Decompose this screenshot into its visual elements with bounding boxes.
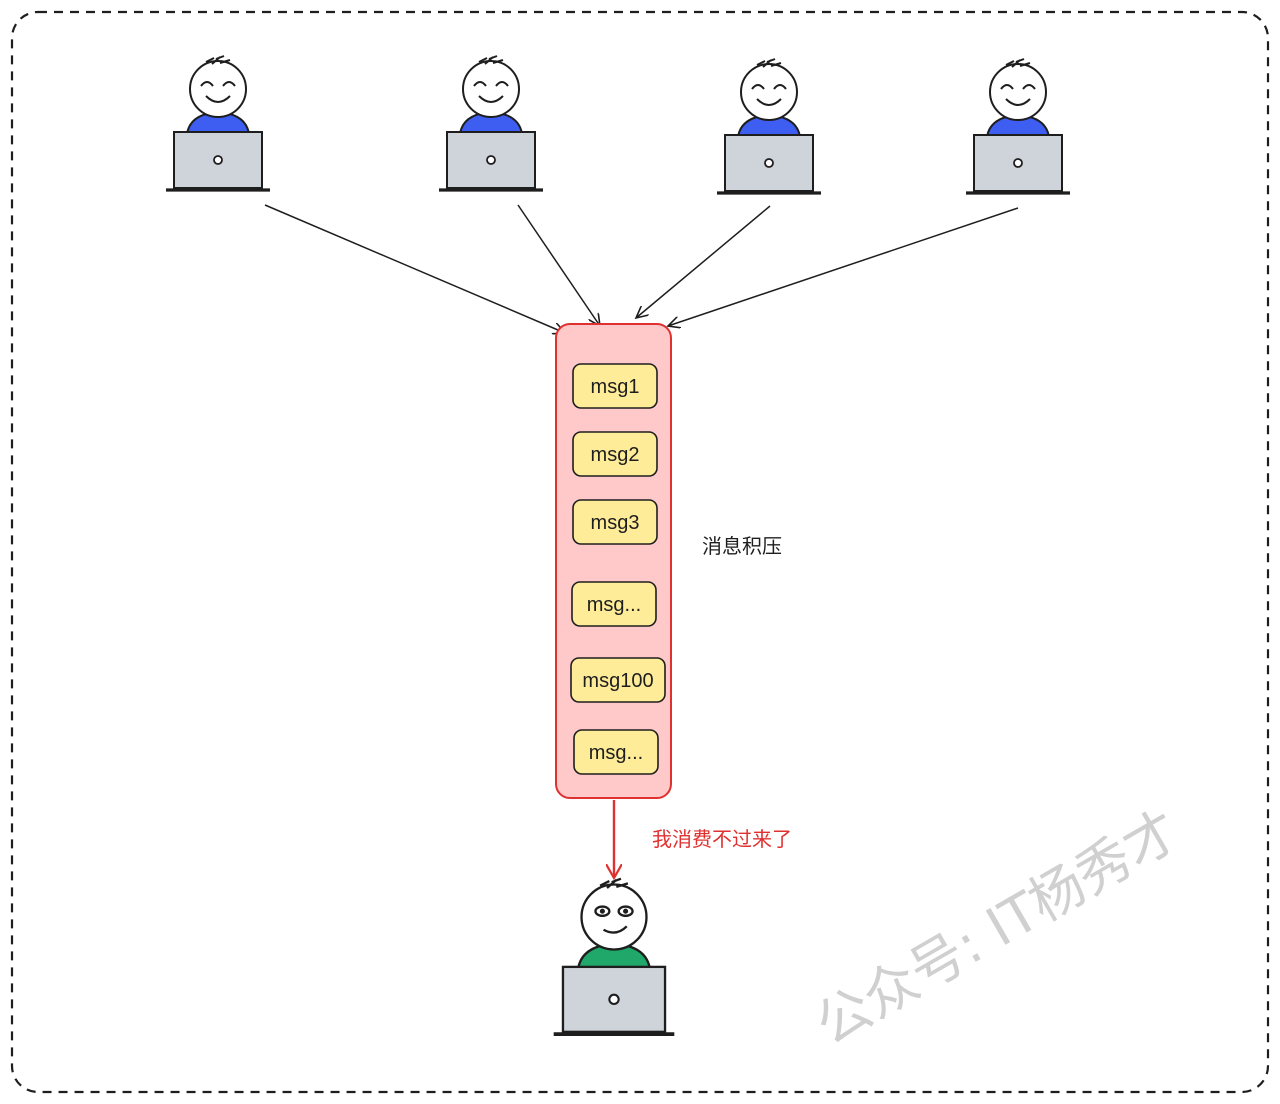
- producer-4: [966, 58, 1070, 195]
- watermark: 公众号: IT杨秀才: [805, 799, 1190, 1058]
- eye-left: [751, 84, 765, 90]
- producer-2: [439, 55, 543, 192]
- mouth: [478, 95, 504, 103]
- hair: [599, 877, 629, 889]
- queue-message: msg2: [572, 431, 658, 477]
- backlog-label: 消息积压: [702, 534, 782, 558]
- message-label: msg...: [589, 742, 643, 764]
- producer-1: [166, 55, 270, 192]
- hair: [205, 55, 231, 65]
- message-box: [572, 499, 658, 545]
- producer-arrows: [264, 204, 1019, 333]
- eye-right: [222, 81, 236, 87]
- mouth: [603, 925, 628, 934]
- eye-left: [1000, 84, 1014, 90]
- message-queue: msg1 msg2 msg3 msg... msg100 msg...: [555, 323, 672, 799]
- consumer-person: [553, 877, 675, 1037]
- arrow-producer-1: [264, 204, 565, 333]
- message-label: msg3: [591, 512, 640, 534]
- mouth: [756, 98, 782, 106]
- eye-left: [473, 81, 487, 87]
- message-box: [571, 581, 657, 627]
- message-box: [570, 657, 666, 703]
- hair: [756, 58, 782, 68]
- hair: [478, 55, 504, 65]
- eye-right: [773, 84, 787, 90]
- message-box: [573, 729, 659, 775]
- queue-message: msg100: [570, 657, 666, 703]
- arrow-producer-3: [636, 205, 771, 318]
- queue-message: msg1: [572, 363, 658, 409]
- laptop-logo-icon: [608, 993, 620, 1006]
- head: [462, 60, 520, 118]
- head: [989, 63, 1047, 121]
- message-label: msg2: [591, 444, 640, 466]
- producer-3: [717, 58, 821, 195]
- message-label: msg100: [582, 670, 653, 692]
- hair: [1005, 58, 1031, 68]
- outer-frame: [10, 10, 1270, 1094]
- message-label: msg1: [591, 376, 640, 398]
- queue-message: msg3: [572, 499, 658, 545]
- head: [740, 63, 798, 121]
- eye-left: [200, 81, 214, 87]
- laptop-logo-icon: [486, 155, 496, 165]
- message-box: [572, 363, 658, 409]
- laptop-logo-icon: [213, 155, 223, 165]
- consumer: [553, 877, 675, 1037]
- eye-right: [495, 81, 509, 87]
- queue-message: msg...: [571, 581, 657, 627]
- arrow-producer-2: [517, 204, 600, 326]
- laptop-logo-icon: [1013, 158, 1023, 168]
- queue-message: msg...: [573, 729, 659, 775]
- mouth: [1005, 98, 1031, 106]
- head: [189, 60, 247, 118]
- mouth: [205, 95, 231, 103]
- head: [580, 883, 648, 951]
- producers: [166, 55, 1070, 195]
- consume-label: 我消费不过来了: [652, 827, 792, 851]
- arrow-producer-4: [668, 207, 1019, 326]
- eye-right: [1022, 84, 1036, 90]
- laptop-logo-icon: [764, 158, 774, 168]
- message-box: [572, 431, 658, 477]
- message-label: msg...: [587, 594, 641, 616]
